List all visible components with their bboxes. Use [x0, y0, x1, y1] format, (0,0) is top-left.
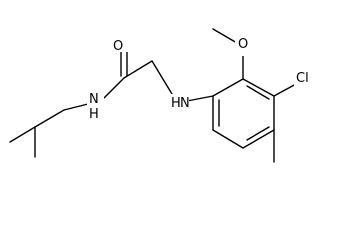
ring-bond-5: [212, 129, 244, 149]
ring-bond-2-inner: [246, 85, 270, 100]
structure-diagram: O N H H N O Cl: [9, 28, 309, 163]
bond-ch-ch2: [34, 109, 65, 128]
atom-label-methoxy-oxygen: O: [238, 37, 248, 52]
ring-bond-2: [242, 78, 275, 97]
atom-label-amine-nitrogen: N: [180, 96, 190, 111]
bond-nh-carbonyl-carbon: [103, 77, 125, 99]
bond-methyl-ch: [9, 126, 36, 143]
bond-ring-cl: [273, 83, 297, 97]
atom-label-amide-nitrogen: N: [89, 92, 99, 107]
ring-bond-4: [242, 129, 275, 149]
atom-label-chlorine: Cl: [296, 71, 309, 86]
bond-nh-ring: [186, 95, 214, 102]
atom-label-amide-hydrogen: H: [89, 107, 99, 122]
bond-methoxy-o-methyl: [212, 28, 238, 44]
bond-ch2-nh-amine: [151, 60, 173, 95]
ring-bond-4-inner: [246, 126, 270, 141]
ring-bond-1: [212, 78, 244, 97]
bond-ch2-nh: [63, 103, 89, 111]
bond-carbonyl-ch2: [123, 60, 153, 79]
atom-label-amine-hydrogen: H: [171, 96, 181, 111]
atom-label-carbonyl-oxygen: O: [113, 39, 123, 54]
molecule-drawing: O N H H N O Cl: [9, 28, 309, 163]
